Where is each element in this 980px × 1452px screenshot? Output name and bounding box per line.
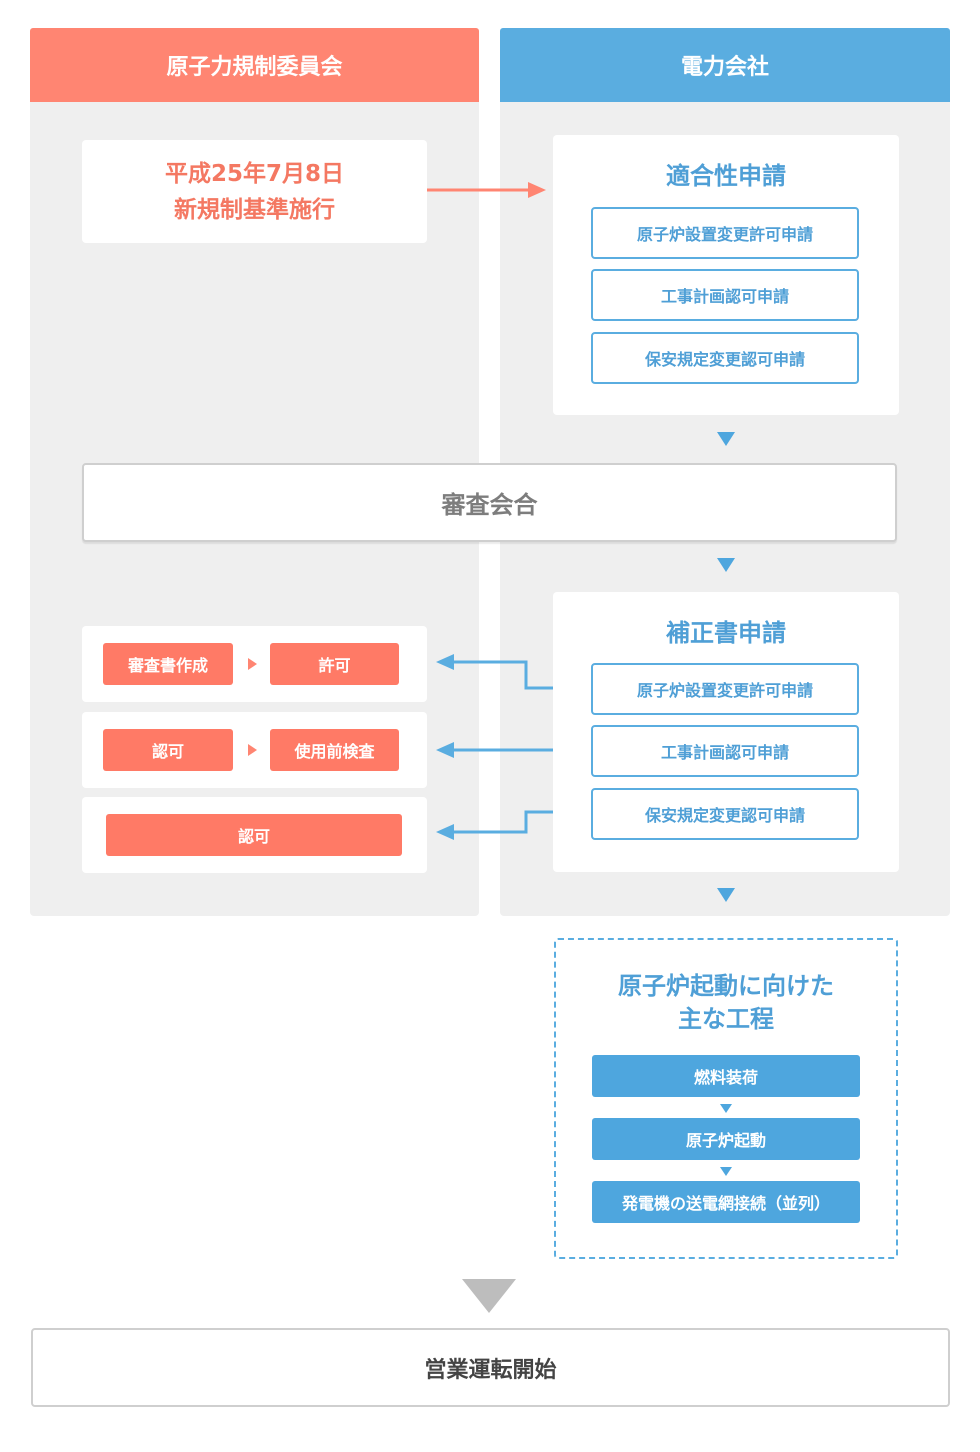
application-item-reactor-permit: 原子炉設置変更許可申請: [591, 207, 859, 259]
startup-title-line1: 原子炉起動に向けた: [618, 972, 834, 1000]
application-item-construction-plan: 工事計画認可申請: [591, 269, 859, 321]
arrow-down-icon: [717, 558, 735, 572]
review-meeting-box: 審査会合: [82, 463, 897, 542]
startup-title-line2: 主な工程: [678, 1005, 774, 1033]
amendment-item-construction-plan: 工事計画認可申請: [591, 725, 859, 777]
arrow-down-icon: [717, 888, 735, 902]
amendment-item-safety-rules: 保安規定変更認可申請: [591, 788, 859, 840]
event-date: 平成25年7月8日: [164, 160, 344, 187]
arrow-down-large-icon: [462, 1279, 516, 1313]
arrow-right-icon: [248, 744, 257, 756]
startup-process-box: 原子炉起動に向けた 主な工程 燃料装荷 原子炉起動 発電機の送電網接続（並列）: [554, 938, 898, 1259]
amendment-title: 補正書申請: [666, 618, 786, 647]
startup-step-reactor-start: 原子炉起動: [592, 1118, 860, 1160]
approval-step: 認可: [103, 729, 233, 771]
startup-step-grid-connection: 発電機の送電網接続（並列）: [592, 1181, 860, 1223]
regulator-step-row-3: 認可: [82, 797, 427, 873]
startup-step-fuel-loading: 燃料装荷: [592, 1055, 860, 1097]
arrow-down-icon: [717, 432, 735, 446]
application-item-safety-rules: 保安規定変更認可申請: [591, 332, 859, 384]
regulator-step-row-1: 審査書作成 許可: [82, 626, 427, 702]
approval-step-2: 認可: [106, 814, 402, 856]
event-description: 新規制基準施行: [174, 196, 335, 223]
arrow-down-small-icon: [720, 1104, 732, 1113]
amendment-item-reactor-permit: 原子炉設置変更許可申請: [591, 663, 859, 715]
amendment-box: 補正書申請 原子炉設置変更許可申請 工事計画認可申請 保安規定変更認可申請: [553, 592, 899, 872]
new-regulation-box: 平成25年7月8日 新規制基準施行: [82, 140, 427, 243]
regulator-header: 原子力規制委員会: [30, 28, 479, 102]
pre-use-inspection-step: 使用前検査: [270, 729, 399, 771]
arrow-right-icon: [248, 658, 257, 670]
permit-step: 許可: [270, 643, 399, 685]
regulator-step-row-2: 認可 使用前検査: [82, 712, 427, 788]
startup-title: 原子炉起動に向けた 主な工程: [556, 968, 896, 1038]
application-box: 適合性申請 原子炉設置変更許可申請 工事計画認可申請 保安規定変更認可申請: [553, 135, 899, 415]
utility-header: 電力会社: [500, 28, 950, 102]
commercial-operation-box: 営業運転開始: [31, 1328, 950, 1407]
application-title: 適合性申請: [666, 161, 786, 190]
arrow-down-small-icon: [720, 1167, 732, 1176]
review-document-step: 審査書作成: [103, 643, 233, 685]
